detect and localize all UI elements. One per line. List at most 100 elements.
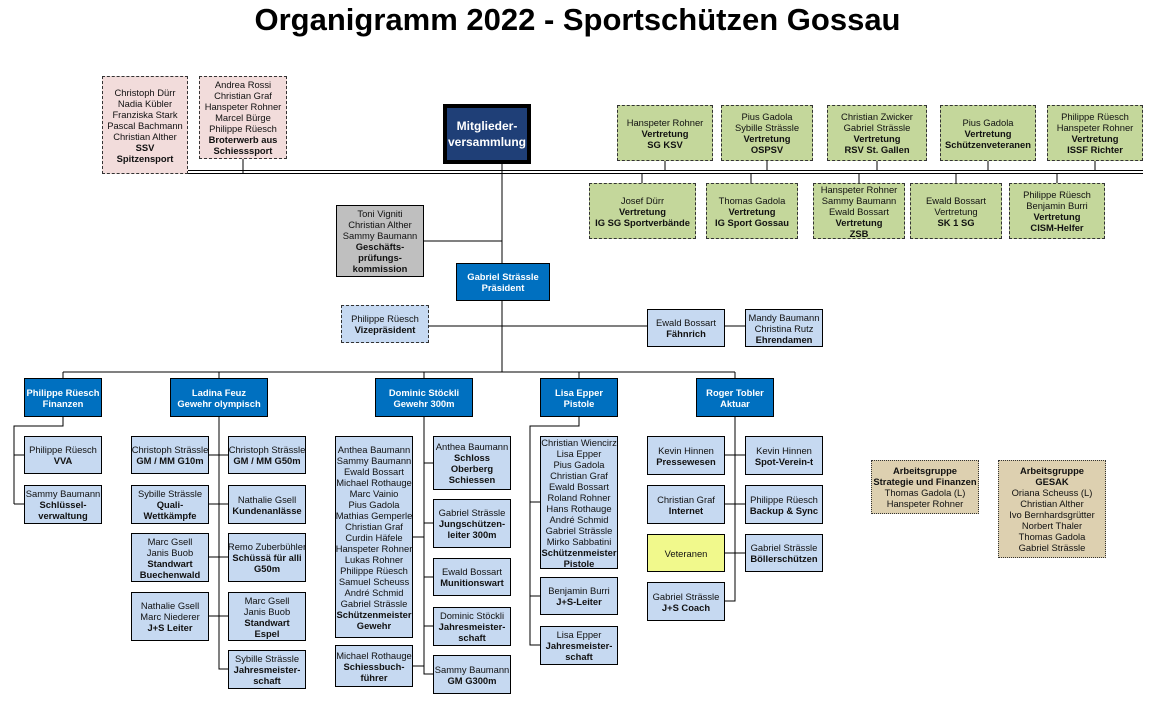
member-name: Mathias Gemperle xyxy=(335,509,413,521)
member-name: Samuel Scheuss xyxy=(338,575,410,587)
role-label: GM / MM G10m xyxy=(136,455,204,466)
role-label: SG KSV xyxy=(647,138,683,150)
role-label: Vertretung xyxy=(964,127,1012,139)
role-label: Munitionswart xyxy=(440,577,504,588)
member-name: Mirko Sabbatini xyxy=(546,535,612,547)
member-name: Sybille Strässle xyxy=(137,488,203,499)
member-name: Gabriel Strässle xyxy=(340,597,408,609)
member-name: Marc Vainio xyxy=(349,487,399,499)
member-name: Christian Wiencirz xyxy=(541,436,617,448)
role-label: Lisa Epper xyxy=(555,386,603,398)
role-label: Jahresmeister- xyxy=(438,621,506,632)
member-name: Christina Rutz xyxy=(754,322,814,334)
role-label: Schiessen xyxy=(448,474,496,485)
role-label: Buechenwald xyxy=(139,568,201,580)
role-label: kommission xyxy=(352,263,408,274)
member-name: Pius Gadola xyxy=(348,498,400,510)
member-name: Gabriel Strässle xyxy=(438,507,506,518)
member-name: Gabriel Strässle xyxy=(750,542,818,553)
member-name: Oriana Scheuss (L) xyxy=(1011,487,1093,498)
role-label: Vertretung xyxy=(835,216,883,228)
member-name: Roland Rohner xyxy=(547,491,611,503)
member-name: Gabriel Strässle xyxy=(545,524,613,536)
member-name: Remo Zuberbühler xyxy=(228,541,306,552)
role-label: Spitzensport xyxy=(116,152,174,164)
member-name: Thomas Gadola xyxy=(1018,531,1086,542)
role-label: SSV xyxy=(135,141,155,153)
member-name: Dominic Stöckli xyxy=(439,610,505,621)
member-name: Anthea Baumann xyxy=(337,443,411,455)
member-name: Hanspeter Rohner xyxy=(820,183,898,195)
member-name: Mandy Baumann xyxy=(748,311,820,323)
member-name: Ewald Bossart xyxy=(442,566,502,577)
role-label: Jungschützen- xyxy=(438,518,506,529)
member-name: Nadia Kübler xyxy=(117,97,173,109)
role-label: Quali- xyxy=(156,499,184,510)
role-label: Schüssä für alli xyxy=(232,552,302,563)
role-label: Gabriel Strässle xyxy=(467,271,539,282)
role-label: Espel xyxy=(254,627,280,639)
role-label: Schlüssel- xyxy=(39,499,87,510)
member-name: Pascal Bachmann xyxy=(107,119,183,131)
member-name: Marc Gsell xyxy=(244,594,290,606)
role-label: Vertretung xyxy=(743,133,791,144)
member-name: Christoph Dürr xyxy=(114,86,176,98)
member-name: Philippe Rüesch xyxy=(1061,111,1129,122)
member-name: Sammy Baumann xyxy=(25,488,101,499)
member-name: Christian Graf xyxy=(214,90,272,101)
role-label: ZSB xyxy=(849,227,869,239)
role-label: GM G300m xyxy=(447,674,497,686)
member-name: Marc Niederer xyxy=(140,611,200,622)
member-name: Hanspeter Rohner xyxy=(335,542,413,554)
member-name: Christian Zwicker xyxy=(841,111,913,122)
member-name: Pius Gadola xyxy=(553,458,605,470)
role-label: Ehrendamen xyxy=(755,333,813,345)
role-label: Vertretung xyxy=(1033,211,1081,222)
member-name: Sybille Strässle xyxy=(234,653,300,664)
role-label: Standwart xyxy=(244,616,290,628)
member-name: André Schmid xyxy=(344,586,404,598)
member-name: Hanspeter Rohner xyxy=(886,498,964,509)
role-label: Philippe Rüesch xyxy=(26,386,100,398)
role-label: Fähnrich xyxy=(666,328,706,339)
role-label: IG Sport Gossau xyxy=(715,216,789,228)
member-name: Gabriel Strässle xyxy=(652,590,720,602)
member-name: Janis Buob xyxy=(146,546,194,558)
role-label: schaft xyxy=(458,632,486,643)
role-label: versammlung xyxy=(447,135,527,149)
member-name: Toni Vigniti xyxy=(357,208,403,219)
member-name: Christian Graf xyxy=(657,493,715,505)
role-label: Dominic Stöckli xyxy=(388,386,460,398)
role-label: Internet xyxy=(668,504,704,516)
role-label: Pressewesen xyxy=(656,455,716,467)
member-name: Christian Alther xyxy=(113,130,177,142)
member-name: Ewald Bossart xyxy=(656,317,716,328)
member-name: Marc Gsell xyxy=(147,535,193,547)
role-label: Mitglieder- xyxy=(456,119,518,133)
member-name: Pius Gadola xyxy=(741,111,793,122)
role-label: Aktuar xyxy=(720,397,750,409)
member-name: Thomas Gadola (L) xyxy=(884,487,966,498)
member-name: Philippe Rüesch xyxy=(1023,189,1091,200)
role-label: GM / MM G50m xyxy=(233,455,301,466)
member-name: Sybille Strässle xyxy=(734,122,800,133)
role-label: OSPSV xyxy=(750,144,784,155)
